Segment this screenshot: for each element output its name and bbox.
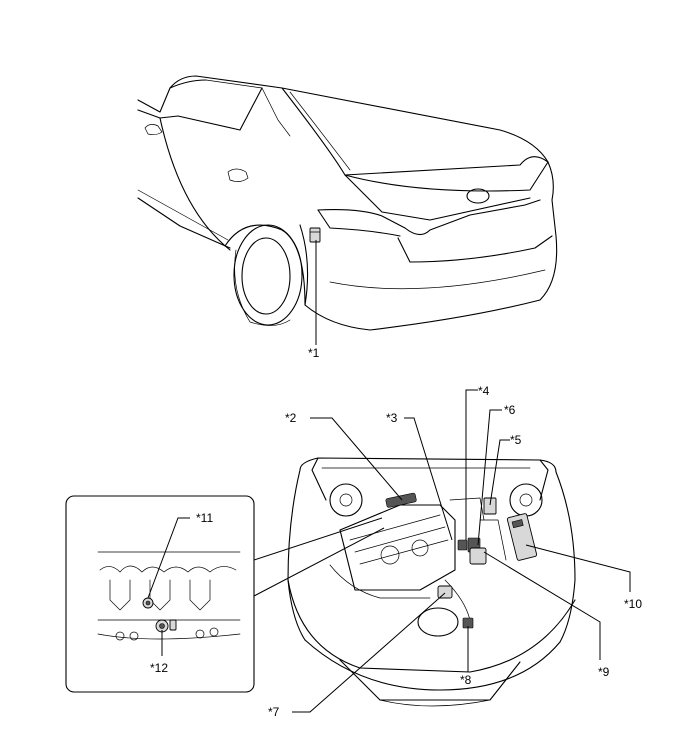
rear-module-icon bbox=[309, 227, 321, 243]
callout-5: *5 bbox=[510, 433, 522, 447]
callout-6: *6 bbox=[504, 403, 516, 417]
callout-9: *9 bbox=[598, 665, 610, 679]
callout-4: *4 bbox=[478, 384, 490, 398]
callout-12: *12 bbox=[150, 661, 168, 675]
callout-7: *7 bbox=[268, 705, 280, 719]
leader-lines bbox=[147, 240, 631, 713]
door-handle-icon bbox=[227, 168, 249, 182]
callout-2: *2 bbox=[285, 411, 297, 425]
engine-compartment-view bbox=[287, 457, 576, 707]
callout-11: *11 bbox=[196, 511, 213, 525]
inset-detail-box bbox=[65, 495, 255, 693]
callout-8: *8 bbox=[460, 673, 472, 687]
door-handle-icon bbox=[144, 124, 163, 136]
callout-3: *3 bbox=[386, 411, 398, 425]
callout-10: *10 bbox=[624, 597, 642, 611]
callout-labels: *1 *2 *3 *4 *5 *6 *7 *8 *9 *10 *11 *12 bbox=[150, 346, 642, 719]
vehicle-rear-view bbox=[137, 75, 558, 331]
emblem-icon bbox=[466, 188, 490, 204]
callout-1: *1 bbox=[308, 346, 320, 360]
